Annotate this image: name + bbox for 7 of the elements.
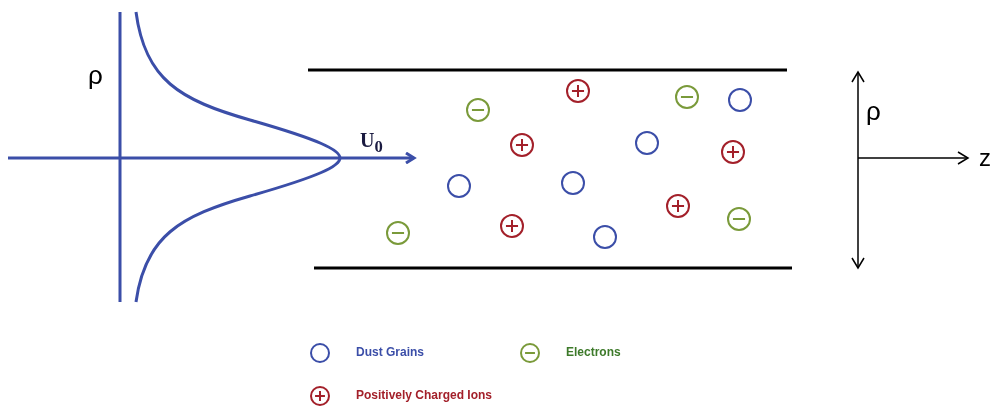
- legend-label: Dust Grains: [356, 346, 424, 358]
- legend-label: Positively Charged Ions: [356, 389, 493, 401]
- axis-label: ρ: [866, 98, 881, 124]
- legend-label: Electrons: [566, 346, 621, 358]
- axis-label: z: [979, 146, 991, 170]
- axis-label: ρ: [88, 62, 103, 88]
- velocity-label: U$_{0}$: [360, 130, 383, 156]
